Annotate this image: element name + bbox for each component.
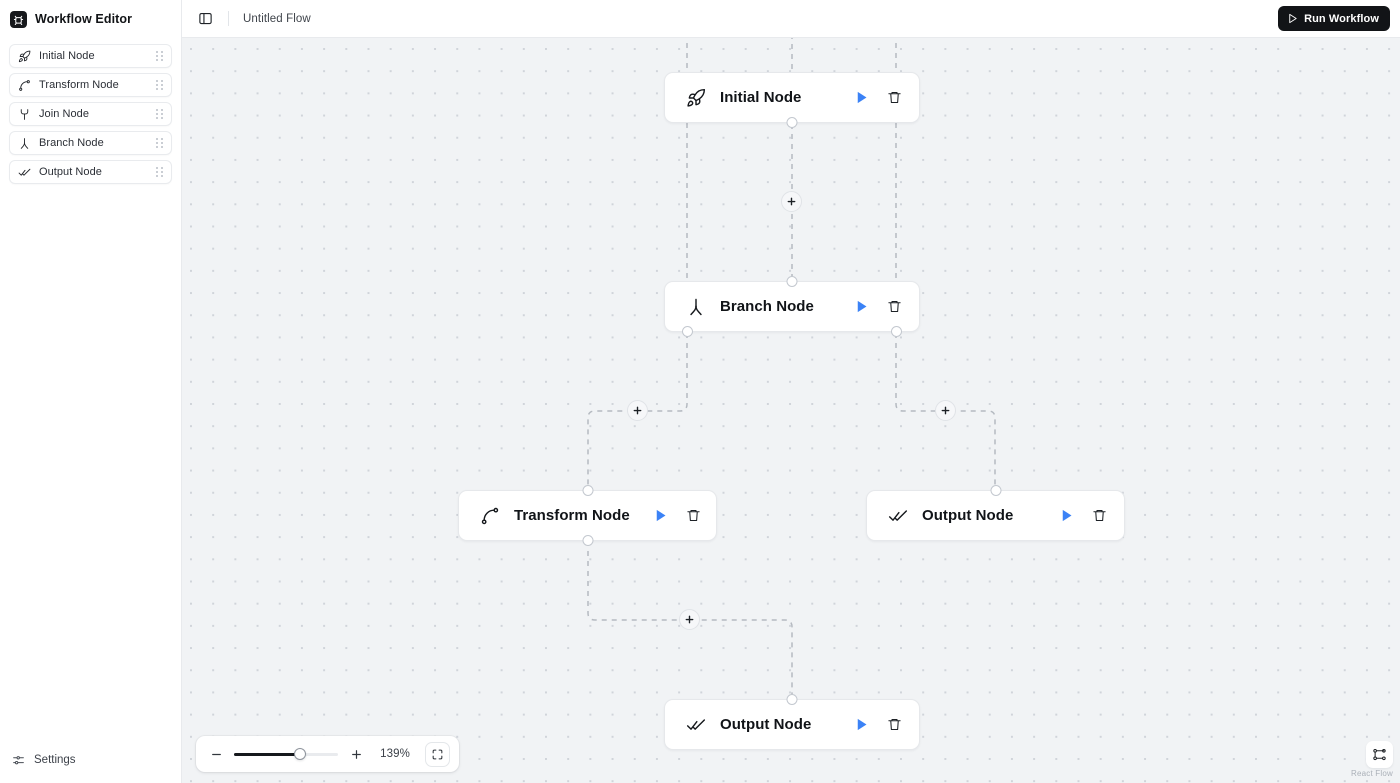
node-actions <box>652 507 703 525</box>
react-flow-attribution-label[interactable]: React Flow <box>1350 769 1393 778</box>
add-node-button-branch-transform[interactable] <box>627 400 648 421</box>
trash-icon[interactable] <box>685 507 703 525</box>
double-check-icon <box>18 166 31 179</box>
topbar: Untitled Flow Run Workflow <box>182 0 1400 38</box>
node-handle-target[interactable] <box>786 276 798 287</box>
node-handle-source[interactable] <box>786 117 798 128</box>
rocket-icon <box>18 50 31 63</box>
merge-branch-icon <box>18 108 31 121</box>
bug-box-icon <box>10 10 27 28</box>
main-area: Untitled Flow Run Workflow <box>182 0 1400 783</box>
palette-item-label: Transform Node <box>39 79 119 91</box>
palette-item-label: Branch Node <box>39 137 104 149</box>
double-check-icon <box>686 715 706 735</box>
node-handle-target[interactable] <box>786 694 798 705</box>
palette-item-label: Join Node <box>39 108 89 120</box>
page-title: Workflow Editor <box>35 12 133 26</box>
node-title: Output Node <box>720 716 812 733</box>
spline-curve-icon <box>18 79 31 92</box>
palette-item-output-node[interactable]: Output Node <box>9 160 172 184</box>
node-handle-target[interactable] <box>582 485 593 496</box>
attribution: React Flow <box>1351 741 1393 778</box>
drag-handle-icon[interactable] <box>155 109 164 120</box>
play-outline-icon <box>1287 13 1298 24</box>
zoom-slider[interactable] <box>234 745 338 763</box>
play-filled-icon[interactable] <box>852 298 870 316</box>
palette-item-branch-node[interactable]: Branch Node <box>9 131 172 155</box>
zoom-out-button[interactable] <box>207 745 225 763</box>
edges-layer <box>587 38 996 699</box>
react-flow-logo-icon[interactable] <box>1366 741 1393 768</box>
node-title: Branch Node <box>720 298 814 315</box>
node-transform[interactable]: Transform Node <box>458 485 717 546</box>
play-filled-icon[interactable] <box>652 507 670 525</box>
zoom-level-label: 139% <box>380 748 410 760</box>
add-node-button-initial-branch[interactable] <box>781 191 802 212</box>
play-filled-icon[interactable] <box>1057 507 1075 525</box>
drag-handle-icon[interactable] <box>155 167 164 178</box>
node-handle-target[interactable] <box>990 485 1001 496</box>
node-title: Initial Node <box>720 89 802 106</box>
panel-left-icon[interactable] <box>194 8 216 30</box>
trash-icon[interactable] <box>1090 507 1108 525</box>
palette-item-transform-node[interactable]: Transform Node <box>9 73 172 97</box>
sidebar: Workflow Editor Initial Node <box>0 0 182 783</box>
node-palette: Initial Node Transform Node <box>0 38 181 184</box>
run-workflow-button[interactable]: Run Workflow <box>1278 6 1390 31</box>
zoom-controls: 139% <box>196 736 459 772</box>
palette-item-initial-node[interactable]: Initial Node <box>9 44 172 68</box>
zoom-slider-fill <box>234 752 300 756</box>
flow-canvas[interactable]: Initial Node <box>182 38 1400 783</box>
node-handle-source-left[interactable] <box>682 326 693 337</box>
drag-handle-icon[interactable] <box>155 51 164 62</box>
node-output-bottom[interactable]: Output Node <box>664 694 920 750</box>
split-branch-icon <box>18 137 31 150</box>
rocket-icon <box>686 88 706 108</box>
drag-handle-icon[interactable] <box>155 80 164 91</box>
node-actions <box>852 298 903 316</box>
palette-item-label: Initial Node <box>39 50 95 62</box>
trash-icon[interactable] <box>885 89 903 107</box>
zoom-in-button[interactable] <box>347 745 365 763</box>
sidebar-footer: Settings <box>0 749 182 783</box>
split-branch-icon <box>686 297 706 317</box>
trash-icon[interactable] <box>885 716 903 734</box>
node-handle-source-right[interactable] <box>891 326 902 337</box>
drag-handle-icon[interactable] <box>155 138 164 149</box>
sidebar-item-settings[interactable]: Settings <box>12 749 172 771</box>
trash-icon[interactable] <box>885 298 903 316</box>
flow-title[interactable]: Untitled Flow <box>243 12 311 25</box>
node-output-right[interactable]: Output Node <box>866 485 1125 541</box>
node-actions <box>852 89 903 107</box>
node-actions <box>852 716 903 734</box>
topbar-divider <box>228 11 229 26</box>
play-filled-icon[interactable] <box>852 89 870 107</box>
fit-view-button[interactable] <box>425 741 450 767</box>
zoom-slider-thumb[interactable] <box>293 748 306 760</box>
sidebar-header: Workflow Editor <box>0 0 181 38</box>
palette-item-join-node[interactable]: Join Node <box>9 102 172 126</box>
node-title: Output Node <box>922 507 1014 524</box>
palette-item-label: Output Node <box>39 166 102 178</box>
add-node-button-transform-output[interactable] <box>679 609 700 630</box>
double-check-icon <box>888 506 908 526</box>
node-handle-source[interactable] <box>582 535 593 546</box>
spline-curve-icon <box>480 506 500 526</box>
run-workflow-label: Run Workflow <box>1304 12 1379 25</box>
play-filled-icon[interactable] <box>852 716 870 734</box>
node-actions <box>1057 507 1108 525</box>
add-node-button-branch-output[interactable] <box>935 400 956 421</box>
node-title: Transform Node <box>514 507 630 524</box>
node-initial[interactable]: Initial Node <box>664 72 920 128</box>
sliders-icon <box>12 754 25 767</box>
node-branch[interactable]: Branch Node <box>664 276 920 337</box>
settings-label: Settings <box>34 754 76 766</box>
